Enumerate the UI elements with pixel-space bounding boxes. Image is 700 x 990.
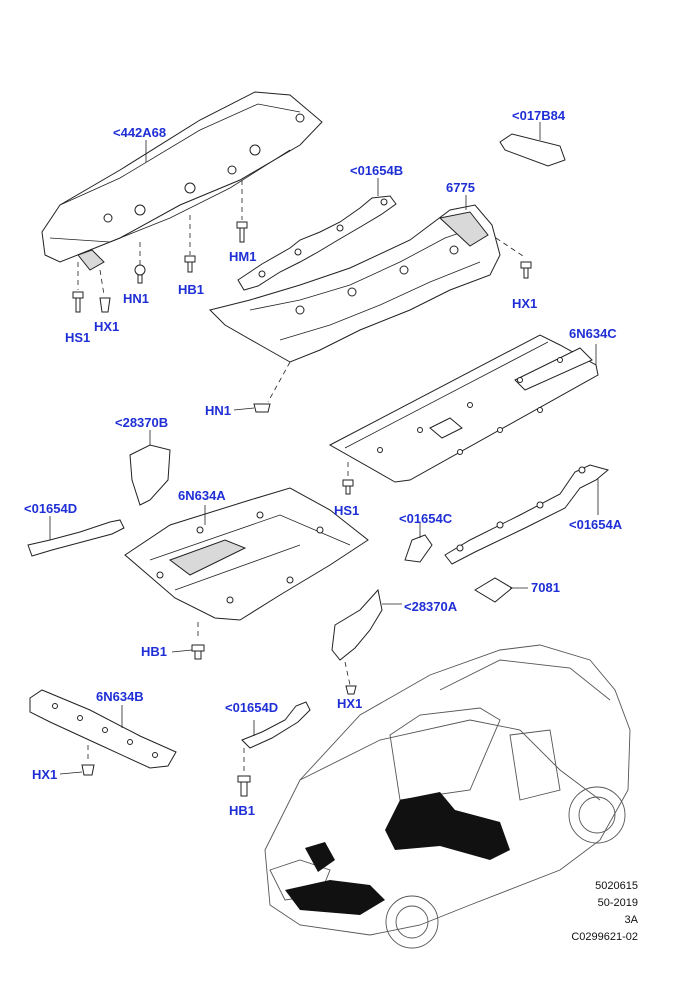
- fastener-hx1-right[interactable]: [495, 237, 532, 279]
- callout-hs1-mid[interactable]: HS1: [334, 503, 360, 518]
- bracket-017b84[interactable]: [499, 122, 566, 167]
- callout-hb1-mid[interactable]: HB1: [141, 644, 168, 659]
- bracket-28370b[interactable]: [129, 430, 171, 506]
- reference-line-4: C0299621-02: [571, 931, 638, 943]
- fastener-hs1-top[interactable]: [72, 262, 84, 313]
- reference-line-3: 3A: [624, 914, 638, 926]
- callout-hb1-bottom[interactable]: HB1: [229, 803, 256, 818]
- callout-hx1-top[interactable]: HX1: [94, 319, 120, 334]
- callout-hx1-bottom[interactable]: HX1: [32, 767, 58, 782]
- bracket-01654b[interactable]: [237, 178, 397, 291]
- fastener-hb1-bottom[interactable]: [237, 748, 251, 797]
- callout-28370a[interactable]: <28370A: [404, 599, 458, 614]
- callout-7081[interactable]: 7081: [531, 580, 560, 595]
- callout-6n634a[interactable]: 6N634A: [178, 488, 226, 503]
- fastener-hn1-top[interactable]: [134, 242, 146, 284]
- bracket-28370a[interactable]: [331, 588, 402, 661]
- callout-01654d-left[interactable]: <01654D: [24, 501, 78, 516]
- shield-442a68[interactable]: [41, 91, 323, 271]
- panel-6n634c[interactable]: [328, 334, 599, 483]
- callout-01654b[interactable]: <01654B: [350, 163, 404, 178]
- callout-6n634c[interactable]: 6N634C: [569, 326, 617, 341]
- callout-hm1[interactable]: HM1: [229, 249, 257, 264]
- fastener-hb1-mid[interactable]: [171, 622, 205, 660]
- callout-01654d-lower[interactable]: <01654D: [225, 700, 279, 715]
- callout-01654c[interactable]: <01654C: [399, 511, 453, 526]
- reference-line-2: 50-2019: [597, 897, 638, 909]
- callout-442a68[interactable]: <442A68: [113, 125, 167, 140]
- panel-6n634a[interactable]: [124, 487, 369, 621]
- fastener-hm1[interactable]: [236, 180, 248, 243]
- shield-6775[interactable]: [209, 195, 501, 363]
- callout-28370b[interactable]: <28370B: [115, 415, 169, 430]
- plate-7081[interactable]: [474, 577, 528, 603]
- callout-hx1-right[interactable]: HX1: [512, 296, 538, 311]
- bracket-01654a[interactable]: [444, 464, 610, 565]
- callout-6775[interactable]: 6775: [446, 180, 475, 195]
- reference-block: 5020615 50-2019 3A C0299621-02: [571, 880, 638, 944]
- fastener-hb1-top[interactable]: [184, 215, 196, 273]
- callout-hn1-top[interactable]: HN1: [123, 291, 150, 306]
- bracket-01654c[interactable]: [404, 522, 433, 563]
- callout-hn1-mid[interactable]: HN1: [205, 403, 232, 418]
- bracket-01654d-left[interactable]: [27, 516, 125, 557]
- callout-hb1-top[interactable]: HB1: [178, 282, 205, 297]
- fastener-hn1-mid[interactable]: [233, 361, 291, 413]
- vehicle-illustration: [264, 644, 631, 949]
- fastener-hx1-bottom[interactable]: [59, 745, 95, 776]
- callout-hs1-top[interactable]: HS1: [65, 330, 91, 345]
- bracket-01654d-lower[interactable]: [241, 701, 311, 749]
- callout-hx1-lower[interactable]: HX1: [337, 696, 363, 711]
- callout-01654a[interactable]: <01654A: [569, 517, 623, 532]
- reference-line-1: 5020615: [595, 880, 638, 892]
- callout-017b84[interactable]: <017B84: [512, 108, 566, 123]
- callout-6n634b[interactable]: 6N634B: [96, 689, 144, 704]
- fastener-hs1-mid[interactable]: [342, 462, 354, 495]
- fastener-hx1-lower[interactable]: [344, 661, 357, 695]
- fastener-hx1-top[interactable]: [99, 269, 111, 313]
- strip-6n634b[interactable]: [29, 689, 177, 769]
